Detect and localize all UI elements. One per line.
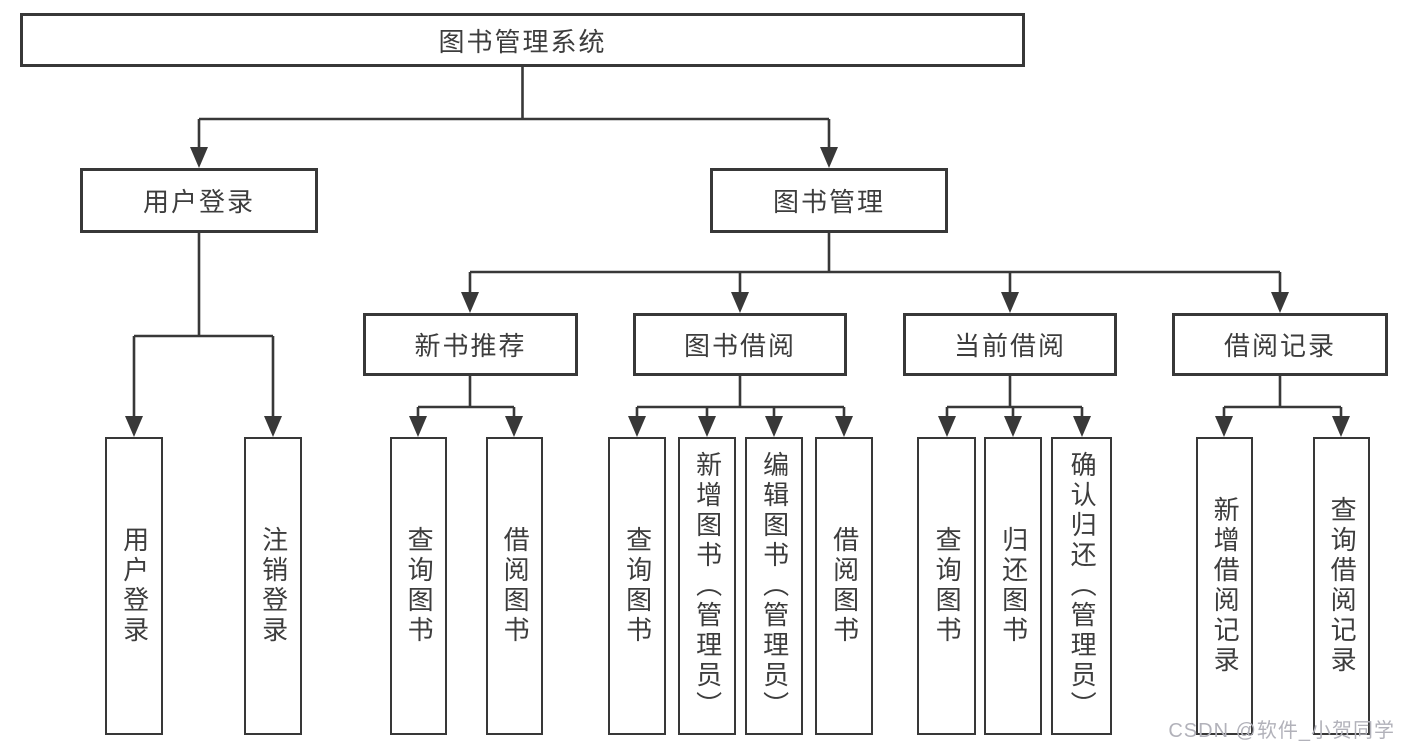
node-current-borrow: 当前借阅 bbox=[903, 313, 1117, 376]
leaf-label: 用户登录 bbox=[119, 526, 150, 646]
node-label: 当前借阅 bbox=[953, 331, 1066, 361]
node-label: 图书管理系统 bbox=[438, 26, 607, 57]
arrow-down-icon bbox=[1271, 292, 1289, 313]
node-borrow-records: 借阅记录 bbox=[1172, 313, 1388, 376]
arrow-down-icon bbox=[731, 292, 749, 313]
node-system-root: 图书管理系统 bbox=[20, 13, 1025, 67]
leaf-query-borrow-record: 查询借阅记录 bbox=[1313, 437, 1370, 735]
leaf-label: 注销登录 bbox=[258, 526, 289, 646]
arrow-down-icon bbox=[938, 416, 956, 437]
node-label: 用户登录 bbox=[142, 187, 255, 217]
connector-lines bbox=[132, 66, 1343, 420]
leaf-query-books-borrow: 查询图书 bbox=[608, 437, 666, 735]
leaf-label: 查询图书 bbox=[932, 526, 963, 646]
watermark-text: CSDN @软件_小贺同学 bbox=[1168, 720, 1395, 742]
arrow-down-icon bbox=[628, 416, 646, 437]
arrowheads bbox=[125, 147, 1350, 437]
leaf-borrow-books-recommend: 借阅图书 bbox=[486, 437, 543, 735]
arrow-down-icon bbox=[505, 416, 523, 437]
leaf-label: 确认归还（管理员） bbox=[1067, 451, 1098, 721]
arrow-down-icon bbox=[1004, 416, 1022, 437]
arrow-down-icon bbox=[1001, 292, 1019, 313]
leaf-label: 新增图书（管理员） bbox=[692, 451, 723, 721]
node-label: 图书借阅 bbox=[683, 331, 796, 361]
leaf-label: 查询借阅记录 bbox=[1327, 496, 1358, 676]
leaf-confirm-return-admin: 确认归还（管理员） bbox=[1051, 437, 1112, 735]
node-label: 新书推荐 bbox=[414, 331, 527, 361]
arrow-down-icon bbox=[765, 416, 783, 437]
leaf-return-books: 归还图书 bbox=[984, 437, 1042, 735]
node-new-book-recommend: 新书推荐 bbox=[363, 313, 578, 376]
leaf-label: 编辑图书（管理员） bbox=[759, 451, 790, 721]
leaf-query-books-recommend: 查询图书 bbox=[390, 437, 447, 735]
arrow-down-icon bbox=[264, 416, 282, 437]
arrow-down-icon bbox=[125, 416, 143, 437]
leaf-edit-book-admin: 编辑图书（管理员） bbox=[745, 437, 803, 735]
node-label: 图书管理 bbox=[772, 187, 885, 217]
arrow-down-icon bbox=[461, 292, 479, 313]
node-label: 借阅记录 bbox=[1223, 331, 1336, 361]
leaf-query-books-current: 查询图书 bbox=[917, 437, 976, 735]
arrow-down-icon bbox=[835, 416, 853, 437]
arrow-down-icon bbox=[1073, 416, 1091, 437]
node-book-management: 图书管理 bbox=[710, 168, 948, 233]
leaf-label: 新增借阅记录 bbox=[1210, 496, 1241, 676]
leaf-add-book-admin: 新增图书（管理员） bbox=[678, 437, 736, 735]
leaf-label: 查询图书 bbox=[404, 526, 435, 646]
arrow-down-icon bbox=[1215, 416, 1233, 437]
arrow-down-icon bbox=[190, 147, 208, 168]
leaf-borrow-books: 借阅图书 bbox=[815, 437, 873, 735]
arrow-down-icon bbox=[820, 147, 838, 168]
arrow-down-icon bbox=[698, 416, 716, 437]
node-book-borrow: 图书借阅 bbox=[633, 313, 847, 376]
leaf-label: 查询图书 bbox=[622, 526, 653, 646]
leaf-add-borrow-record: 新增借阅记录 bbox=[1196, 437, 1253, 735]
leaf-label: 归还图书 bbox=[998, 526, 1029, 646]
leaf-logout: 注销登录 bbox=[244, 437, 302, 735]
leaf-user-login: 用户登录 bbox=[105, 437, 163, 735]
node-user-login: 用户登录 bbox=[80, 168, 318, 233]
leaf-label: 借阅图书 bbox=[829, 526, 860, 646]
leaf-label: 借阅图书 bbox=[500, 526, 531, 646]
arrow-down-icon bbox=[409, 416, 427, 437]
arrow-down-icon bbox=[1332, 416, 1350, 437]
